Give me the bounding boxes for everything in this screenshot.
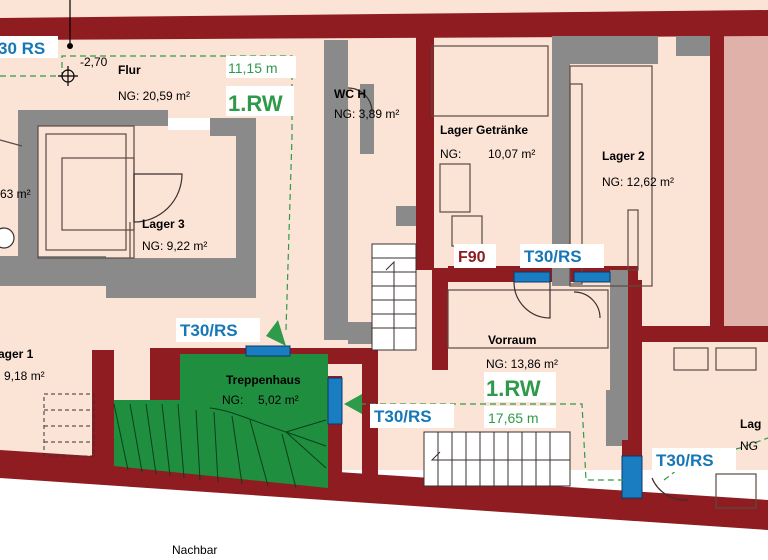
label-bg-stair-right xyxy=(370,404,454,428)
label-bg-vorraum-top xyxy=(520,244,604,268)
label-bg-rw-flur xyxy=(226,86,294,116)
interior-wall-wc-left xyxy=(324,40,348,340)
room-area-vorraum: NG: 13,86 m² xyxy=(486,357,558,371)
room-area-prefix-lager-getraenke: NG: xyxy=(440,147,461,161)
fire-wall-lager2-right xyxy=(710,36,724,326)
fire-wall-lager-right-top xyxy=(640,326,768,342)
room-area-left-partial: 63 m² xyxy=(0,187,31,201)
room-area-lager-getraenke: 10,07 m² xyxy=(488,147,535,161)
interior-wall-wc-foot xyxy=(348,322,374,344)
lager3-opening xyxy=(168,118,210,130)
room-area-lager-right: NG xyxy=(740,439,758,453)
stair-lager1 xyxy=(43,393,95,457)
door-treppenhaus-right xyxy=(327,377,343,425)
interior-wall-lager3-left xyxy=(18,110,38,260)
room-name-lager-right: Lag xyxy=(740,417,761,431)
interior-wall-lager3-top-right xyxy=(210,118,256,136)
door-vorraum-top-left xyxy=(513,271,551,283)
route-arrow-vorraum xyxy=(344,394,362,414)
neighbor-label: Nachbar xyxy=(172,543,217,557)
room-name-lager1: ager 1 xyxy=(0,347,34,361)
room-area-lager3: NG: 9,22 m² xyxy=(142,239,207,253)
door-treppenhaus-top xyxy=(245,345,291,357)
treppenhaus-notch-wall xyxy=(150,354,180,400)
interior-wall-vorraum-right-jamb xyxy=(606,390,622,446)
interior-wall-lager2-left xyxy=(552,36,570,286)
toilet-fixture xyxy=(0,227,15,249)
stair-vorraum xyxy=(423,431,571,487)
route-distance-vorraum: 17,65 m xyxy=(488,410,539,426)
door-rating-vorraum-right: T30/RS xyxy=(656,451,714,470)
room-name-vorraum: Vorraum xyxy=(488,333,536,347)
route-label-flur: 1.RW xyxy=(228,91,283,116)
label-bg-rw-vorraum xyxy=(484,372,556,402)
door-rating-stair-right: T30/RS xyxy=(374,407,432,426)
outer-wall-top xyxy=(0,10,768,40)
label-bg-dist-flur xyxy=(226,56,296,78)
door-swings xyxy=(133,87,689,501)
door-rating-stair-top: T30/RS xyxy=(180,321,238,340)
wall-rating-f90: F90 xyxy=(458,249,486,266)
door-rating-vorraum-top: T30/RS xyxy=(524,247,582,266)
room-area-lager2: NG: 12,62 m² xyxy=(602,175,674,189)
room-name-wc: WC H xyxy=(334,87,366,101)
fire-wall-vorraum-left xyxy=(432,268,448,370)
interior-wall-lager1-top xyxy=(0,256,106,286)
interior-wall-lager2-top xyxy=(552,36,658,64)
stair-wall-left xyxy=(92,350,114,462)
room-name-flur: Flur xyxy=(118,63,141,77)
level-marker-icon xyxy=(58,0,78,86)
fire-wall-getraenke-left xyxy=(416,36,434,270)
stair-wc-corridor xyxy=(371,243,417,351)
label-bg-dist-vorraum xyxy=(484,406,556,428)
interior-wall-lager3-top xyxy=(18,110,168,126)
interior-wall-lager2-top-right xyxy=(676,36,710,56)
level-marker-label: -2,70 xyxy=(80,55,108,69)
label-bg-top-left xyxy=(0,36,58,58)
route-label-vorraum: 1.RW xyxy=(486,376,541,401)
furniture-outlines xyxy=(0,45,757,509)
label-bg-vorraum-right xyxy=(652,448,736,472)
door-vorraum-top-right xyxy=(573,271,611,283)
route-arrow-flur xyxy=(266,320,286,346)
interior-wall-lager3-bottom xyxy=(106,258,256,298)
room-name-treppenhaus: Treppenhaus xyxy=(226,373,301,387)
route-distance-flur: 11,15 m xyxy=(228,60,278,76)
treppenhaus-steps xyxy=(113,403,327,489)
door-vorraum-right xyxy=(621,455,643,499)
room-name-lager3: Lager 3 xyxy=(142,217,185,231)
room-area-wc: NG: 3,89 m² xyxy=(334,107,399,121)
room-area-lager1: 9,18 m² xyxy=(4,369,45,383)
interior-wall-wc-right xyxy=(360,84,374,154)
room-area-prefix-treppenhaus: NG: xyxy=(222,393,243,407)
label-bg-stair-top xyxy=(176,318,260,342)
room-area-treppenhaus: 5,02 m² xyxy=(258,393,299,407)
room-name-lager2: Lager 2 xyxy=(602,149,645,163)
interior-wall-wc-bottom xyxy=(396,206,416,226)
interior-wall-lager3-right xyxy=(236,126,256,298)
door-rating-top-left: 30 RS xyxy=(0,39,45,58)
label-bg-f90 xyxy=(454,244,496,268)
room-name-lager-getraenke: Lager Getränke xyxy=(440,123,528,137)
room-area-flur: NG: 20,59 m² xyxy=(118,89,190,103)
wall-right-edge xyxy=(724,36,768,326)
escape-route-lines xyxy=(0,55,768,481)
